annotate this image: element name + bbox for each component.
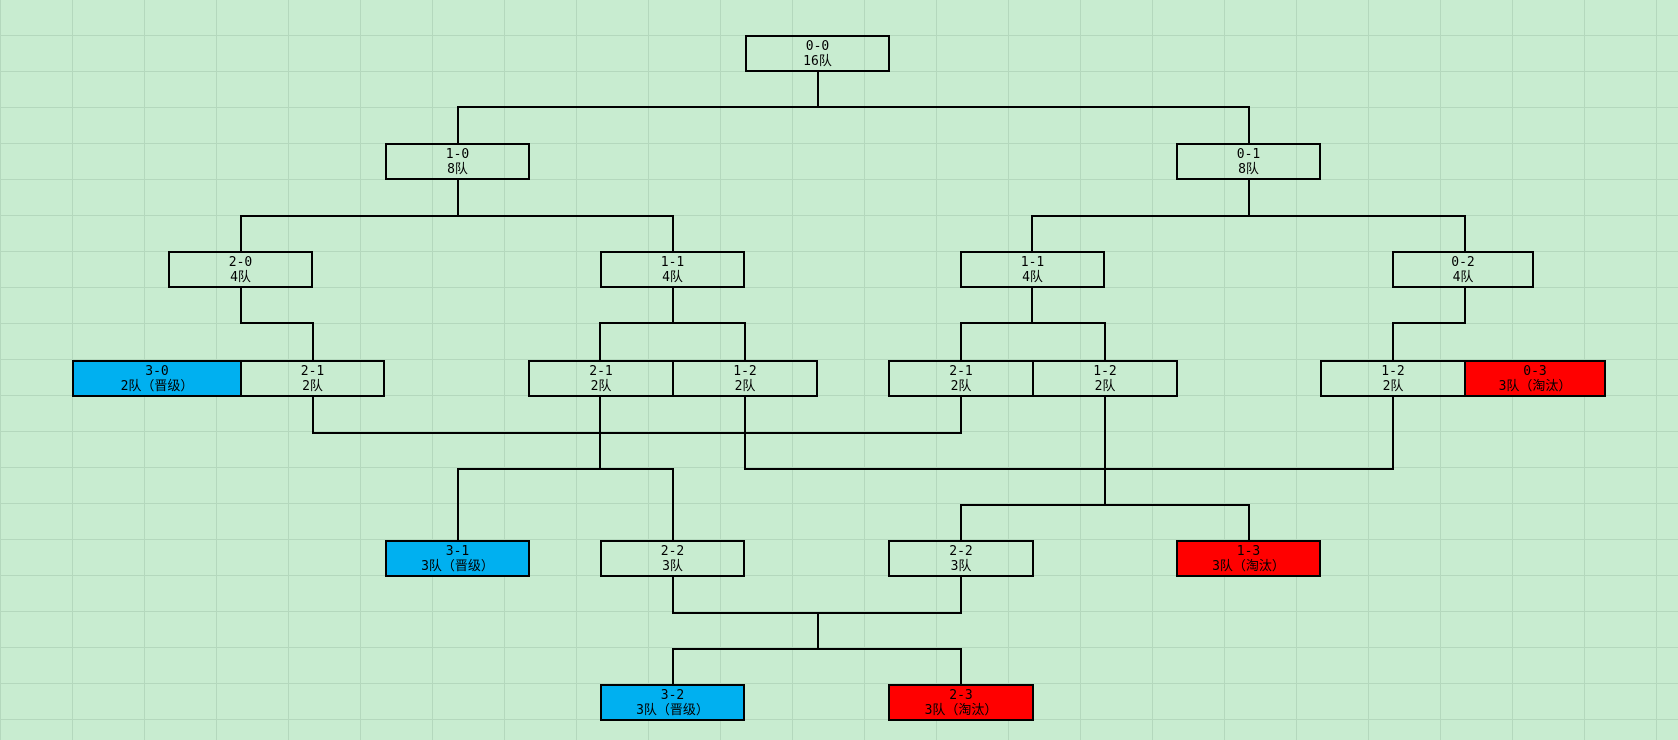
node-record: 2-0 — [228, 254, 253, 270]
node-3-2: 3-2 3队（晋级） — [600, 684, 745, 721]
node-teams: 2队 — [1094, 378, 1116, 394]
node-2-2-left: 2-2 3队 — [600, 540, 745, 577]
node-record: 1-1 — [660, 254, 685, 270]
node-teams: 3队（淘汰） — [1212, 558, 1285, 574]
node-teams: 2队 — [1382, 378, 1404, 394]
node-record: 2-1 — [300, 363, 325, 379]
node-teams: 3队（晋级） — [636, 702, 709, 718]
node-2-1-b: 2-1 2队 — [528, 360, 674, 397]
node-2-1-c: 2-1 2队 — [888, 360, 1034, 397]
node-teams: 4队 — [662, 269, 683, 285]
node-0-0: 0-0 16队 — [745, 35, 890, 72]
node-2-1-a: 2-1 2队 — [240, 360, 385, 397]
node-record: 2-2 — [660, 543, 685, 559]
node-record: 0-1 — [1236, 146, 1261, 162]
node-1-3: 1-3 3队（淘汰） — [1176, 540, 1321, 577]
node-record: 2-2 — [949, 543, 973, 559]
node-teams: 2队 — [302, 378, 323, 394]
node-record: 1-0 — [445, 146, 470, 162]
node-teams: 8队 — [447, 161, 468, 177]
node-record: 3-0 — [145, 363, 169, 379]
node-2-3: 2-3 3队（淘汰） — [888, 684, 1034, 721]
node-record: 1-2 — [1093, 363, 1117, 379]
node-record: 2-1 — [589, 363, 613, 379]
node-record: 1-2 — [733, 363, 757, 379]
node-record: 0-2 — [1451, 254, 1475, 270]
node-3-0: 3-0 2队（晋级） — [72, 360, 242, 397]
node-teams: 2队 — [734, 378, 756, 394]
node-1-2-a: 1-2 2队 — [672, 360, 818, 397]
node-record: 2-3 — [949, 687, 973, 703]
node-1-0: 1-0 8队 — [385, 143, 530, 180]
node-teams: 3队 — [950, 558, 972, 574]
node-teams: 8队 — [1238, 161, 1259, 177]
node-teams: 4队 — [1022, 269, 1043, 285]
node-1-2-b: 1-2 2队 — [1032, 360, 1178, 397]
node-teams: 4队 — [1452, 269, 1474, 285]
node-record: 1-2 — [1381, 363, 1405, 379]
node-record: 0-0 — [805, 38, 830, 54]
node-teams: 2队 — [590, 378, 612, 394]
node-0-2: 0-2 4队 — [1392, 251, 1534, 288]
node-teams: 4队 — [230, 269, 251, 285]
node-1-1-right: 1-1 4队 — [960, 251, 1105, 288]
node-record: 1-3 — [1236, 543, 1261, 559]
node-record: 3-1 — [445, 543, 470, 559]
node-teams: 2队（晋级） — [120, 378, 194, 394]
node-record: 3-2 — [660, 687, 685, 703]
node-teams: 2队 — [950, 378, 972, 394]
node-3-1: 3-1 3队（晋级） — [385, 540, 530, 577]
node-2-0: 2-0 4队 — [168, 251, 313, 288]
node-record: 2-1 — [949, 363, 973, 379]
node-0-3: 0-3 3队（淘汰） — [1464, 360, 1606, 397]
node-record: 1-1 — [1020, 254, 1045, 270]
node-teams: 3队（淘汰） — [924, 702, 998, 718]
node-teams: 3队 — [662, 558, 683, 574]
node-2-2-right: 2-2 3队 — [888, 540, 1034, 577]
node-1-1-left: 1-1 4队 — [600, 251, 745, 288]
node-teams: 16队 — [803, 53, 832, 69]
node-teams: 3队（淘汰） — [1498, 378, 1572, 394]
node-0-1: 0-1 8队 — [1176, 143, 1321, 180]
node-teams: 3队（晋级） — [421, 558, 494, 574]
node-record: 0-3 — [1523, 363, 1547, 379]
node-1-2-c: 1-2 2队 — [1320, 360, 1466, 397]
